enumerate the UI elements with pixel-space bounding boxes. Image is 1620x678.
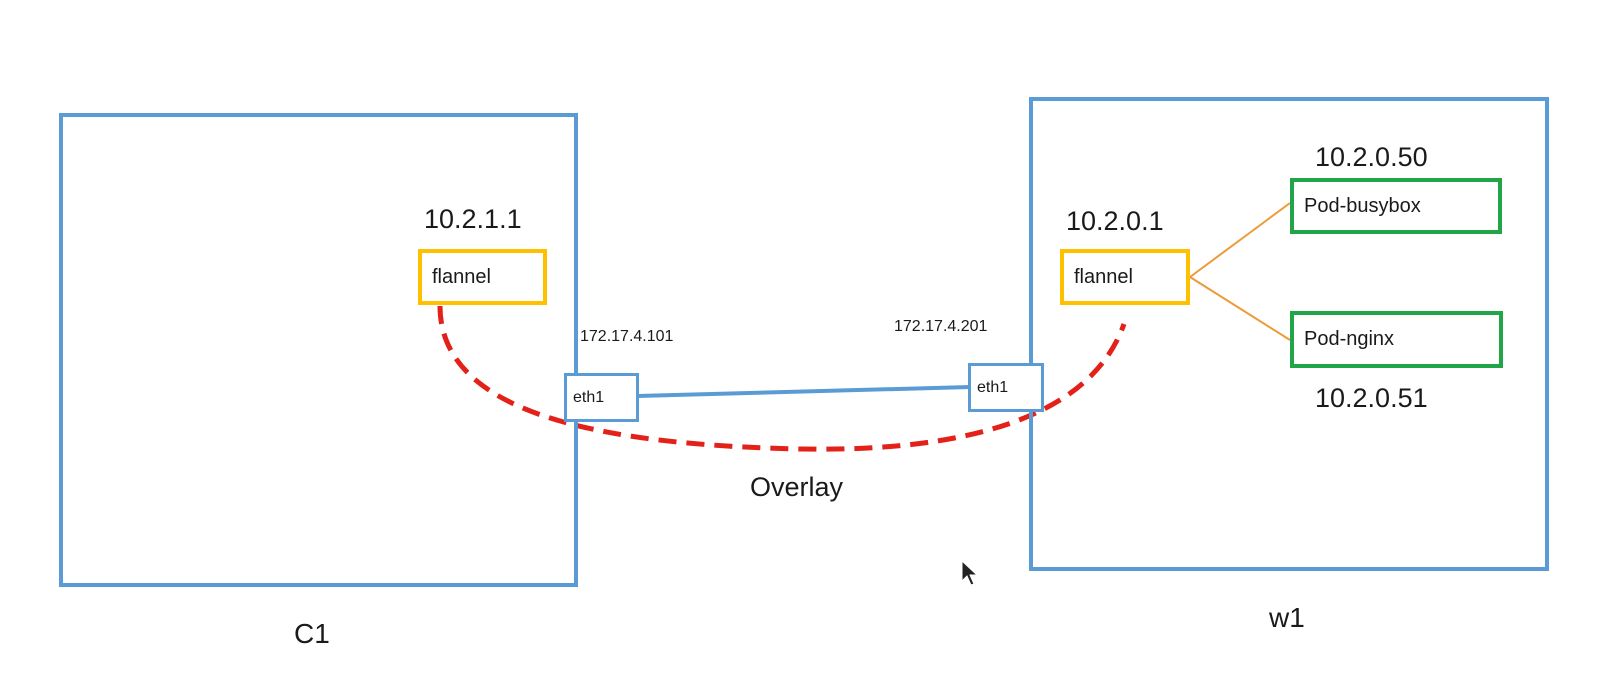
c1-eth-box: eth1 bbox=[564, 373, 639, 422]
node-c1-label: C1 bbox=[294, 618, 330, 649]
pod-link-nginx bbox=[1189, 276, 1291, 341]
c1-flannel-box: flannel bbox=[418, 249, 547, 305]
w1-eth-box: eth1 bbox=[968, 363, 1044, 412]
pod-nginx-ip: 10.2.0.51 bbox=[1315, 383, 1428, 413]
overlay-path bbox=[437, 305, 1127, 452]
pod-busybox-box: Pod-busybox bbox=[1290, 178, 1502, 234]
c1-flannel-ip: 10.2.1.1 bbox=[424, 204, 522, 234]
pod-nginx-label: Pod-nginx bbox=[1304, 328, 1395, 350]
eth-link-line bbox=[636, 385, 971, 398]
w1-eth-label: eth1 bbox=[977, 378, 1009, 396]
mouse-pointer-icon bbox=[961, 559, 979, 586]
w1-flannel-ip: 10.2.0.1 bbox=[1066, 206, 1164, 236]
c1-eth-ip: 172.17.4.101 bbox=[580, 328, 674, 345]
w1-eth-ip: 172.17.4.201 bbox=[894, 318, 988, 335]
node-w1-label: w1 bbox=[1269, 602, 1305, 633]
c1-eth-label: eth1 bbox=[573, 388, 605, 406]
pod-nginx-box: Pod-nginx bbox=[1290, 311, 1503, 368]
node-w1-box bbox=[1029, 97, 1549, 571]
w1-flannel-box: flannel bbox=[1060, 249, 1190, 305]
w1-flannel-label: flannel bbox=[1074, 265, 1133, 288]
pod-busybox-ip: 10.2.0.50 bbox=[1315, 142, 1428, 172]
node-c1-box bbox=[59, 113, 578, 587]
pod-link-busybox bbox=[1189, 202, 1291, 278]
overlay-label: Overlay bbox=[750, 472, 844, 502]
c1-flannel-label: flannel bbox=[432, 265, 491, 288]
pod-busybox-label: Pod-busybox bbox=[1304, 194, 1421, 217]
